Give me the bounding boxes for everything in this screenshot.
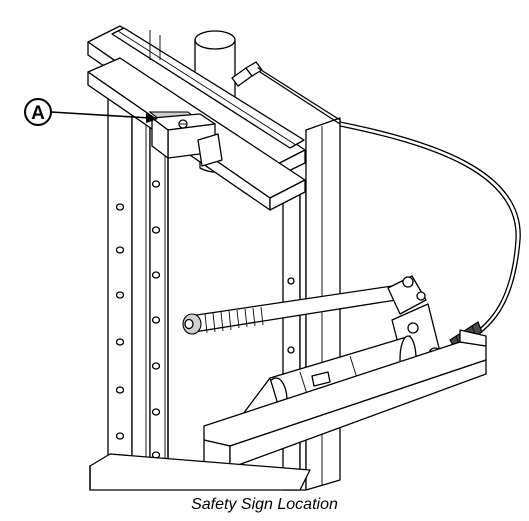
callout-arrowhead [146,113,158,123]
left-frame-column [107,81,169,479]
pump-tray [203,329,487,469]
callout-a: A [24,98,158,126]
pump-handle [182,275,427,335]
figure-caption: Safety Sign Location [191,496,338,513]
callout-a-label: A [31,103,45,124]
hydraulic-hose [231,61,521,341]
safety-sign-bracket [151,113,223,167]
column-pin-holes [115,180,161,459]
base-plate [89,453,311,491]
